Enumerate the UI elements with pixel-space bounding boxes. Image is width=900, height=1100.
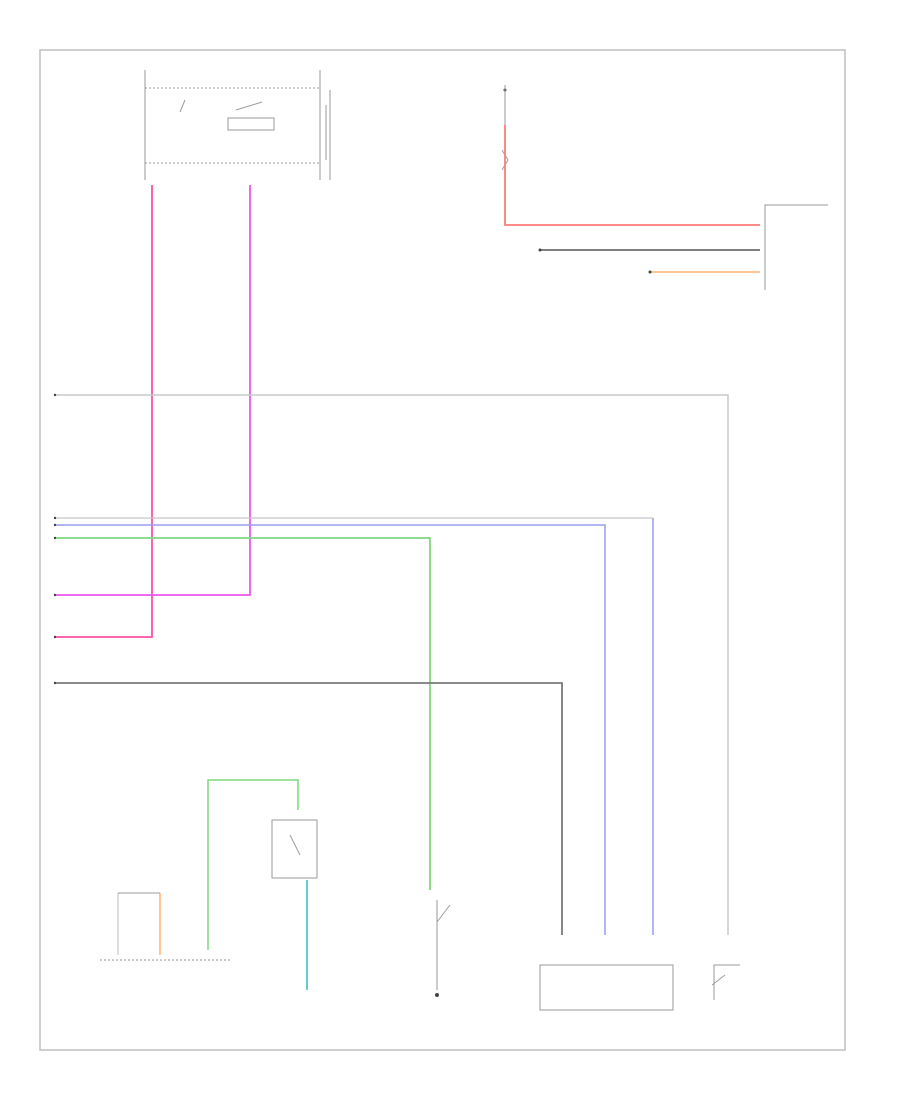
lower-switch (435, 900, 451, 997)
wire-runs (55, 125, 760, 990)
fuse-box-bottom (539, 964, 674, 1011)
left-brake-components (100, 892, 230, 961)
wire-white-top (55, 394, 729, 935)
wire-red-fuse-feed (504, 125, 760, 226)
wire-pink-left (55, 185, 153, 638)
wire-endpoints (53, 248, 652, 685)
trailer-tow-module (764, 204, 828, 290)
switch-assembly (144, 70, 331, 180)
diagram-frame (39, 49, 846, 1051)
wire-violet-left (55, 185, 251, 596)
relay-box (271, 819, 318, 879)
wire-green-relay (207, 779, 299, 950)
wire-green-main (55, 537, 431, 890)
right-connector (711, 964, 740, 1000)
wire-gray-main (55, 682, 563, 935)
wire-blue-1 (55, 524, 606, 935)
